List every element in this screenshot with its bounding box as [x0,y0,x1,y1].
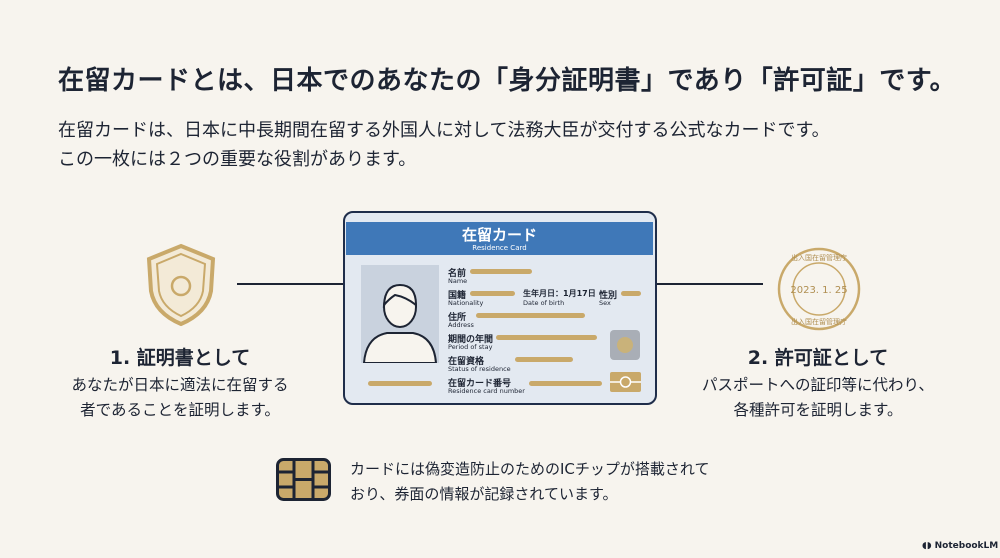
field-cardnumber-label: 在留カード番号 [448,379,512,389]
field-sex-value [621,291,641,296]
stamp-icon: 2023. 1. 25 出入国在留管理庁 出入国在留管理庁 [777,247,861,331]
field-dob-en: Date of birth [523,299,565,307]
field-sex-en: Sex [599,299,611,307]
field-cardnumber-value [529,381,602,386]
field-nationality-en: Nationality [448,299,484,307]
field-period-value [496,335,597,340]
chip-note-line-1: カードには偽変造防止のためのICチップが搭載されて [350,460,710,478]
field-address-value [476,313,585,318]
svg-text:2023. 1. 25: 2023. 1. 25 [790,285,847,296]
residence-card: 在留カード Residence Card 名前 Name 国籍 National… [343,211,657,405]
connector-line-right [657,283,763,285]
field-name-en: Name [448,277,468,285]
ic-chip-icon [276,458,331,501]
subtitle-line-1: 在留カードは、日本に中長期間在留する外国人に対して法務大臣が交付する公式なカード… [58,120,830,141]
field-status-value [515,357,573,362]
right-desc: パスポートへの証印等に代わり、各種許可を証明します。 [702,376,934,419]
field-sex-label: 性別 [599,291,618,301]
left-desc: あなたが日本に適法に在留する者であることを証明します。 [71,376,289,419]
field-address-en: Address [448,321,474,329]
notebooklm-logo-icon: ◖◗ [922,541,935,551]
shield-icon [146,243,216,327]
card-title: 在留カード [461,226,537,244]
chip-note-line-2: おり、券面の情報が記録されています。 [350,485,618,503]
svg-text:出入国在留管理庁: 出入国在留管理庁 [791,317,847,326]
connector-line-left [237,283,343,285]
card-chip-icon [610,372,641,392]
field-address-label: 住所 [448,313,467,323]
field-status-en: Status of residence [448,365,511,373]
left-heading: 1. 証明書として [109,347,251,369]
field-period-en: Period of stay [448,343,493,351]
signature-bar [368,381,432,386]
field-period-label: 期間の年間 [448,335,494,345]
notebooklm-watermark: ◖◗ NotebookLM [922,541,999,551]
field-dob-label: 生年月日：1月17日 [523,289,596,298]
card-header: 在留カード Residence Card [346,222,653,255]
field-name-value [470,269,532,274]
card-subtitle: Residence Card [472,244,527,252]
field-status-label: 在留資格 [448,357,485,367]
field-nationality-value [470,291,515,296]
subtitle-line-2: この一枚には２つの重要な役割があります。 [58,149,417,170]
field-name-label: 名前 [448,269,467,279]
page-title: 在留カードとは、日本でのあなたの「身分証明書」であり「許可証」です。 [58,66,957,96]
field-nationality-label: 国籍 [448,291,467,301]
field-cardnumber-en: Residence card number [448,387,525,395]
right-heading: 2. 許可証として [747,347,889,369]
hologram-icon [610,330,640,360]
svg-text:出入国在留管理庁: 出入国在留管理庁 [791,253,847,262]
photo-avatar-icon [361,265,439,363]
